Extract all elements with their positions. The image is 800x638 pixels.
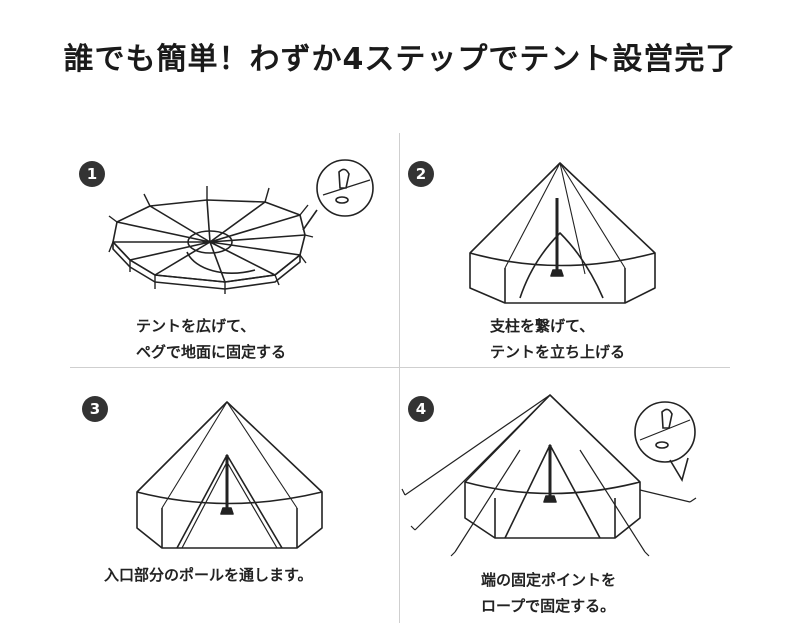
step-4-caption: 端の固定ポイントを ロープで固定する。: [481, 567, 616, 619]
step-2-caption: 支柱を繋げて、 テントを立ち上げる: [490, 313, 625, 365]
step-4-caption-line-2: ロープで固定する。: [481, 597, 616, 615]
step-3-caption-line-1: 入口部分のポールを通します。: [104, 566, 313, 584]
step-1-caption-line-2: ペグで地面に固定する: [136, 343, 287, 361]
step-3-badge: 3: [82, 396, 108, 422]
step-1-caption-line-1: テントを広げて、: [136, 317, 256, 335]
step-2-illustration-raised-tent: [469, 162, 656, 304]
vertical-divider: [399, 133, 400, 623]
step-2-caption-line-1: 支柱を繋げて、: [490, 317, 595, 335]
page-title: 誰でも簡単！わずか4ステップでテント設営完了: [63, 42, 737, 77]
step-4-caption-line-1: 端の固定ポイントを: [481, 571, 617, 589]
step-2-badge: 2: [408, 161, 434, 187]
step-1-illustration-flat-tent: [108, 159, 374, 294]
step-4-illustration-guy-ropes: [401, 394, 697, 557]
step-1-caption: テントを広げて、 ペグで地面に固定する: [136, 313, 286, 365]
step-1-badge: 1: [79, 161, 105, 187]
step-2-caption-line-2: テントを立ち上げる: [490, 343, 626, 361]
step-3-caption: 入口部分のポールを通します。: [104, 562, 313, 588]
step-3-illustration-entrance-pole: [136, 401, 323, 549]
horizontal-divider: [70, 367, 730, 368]
step-4-badge: 4: [408, 396, 434, 422]
